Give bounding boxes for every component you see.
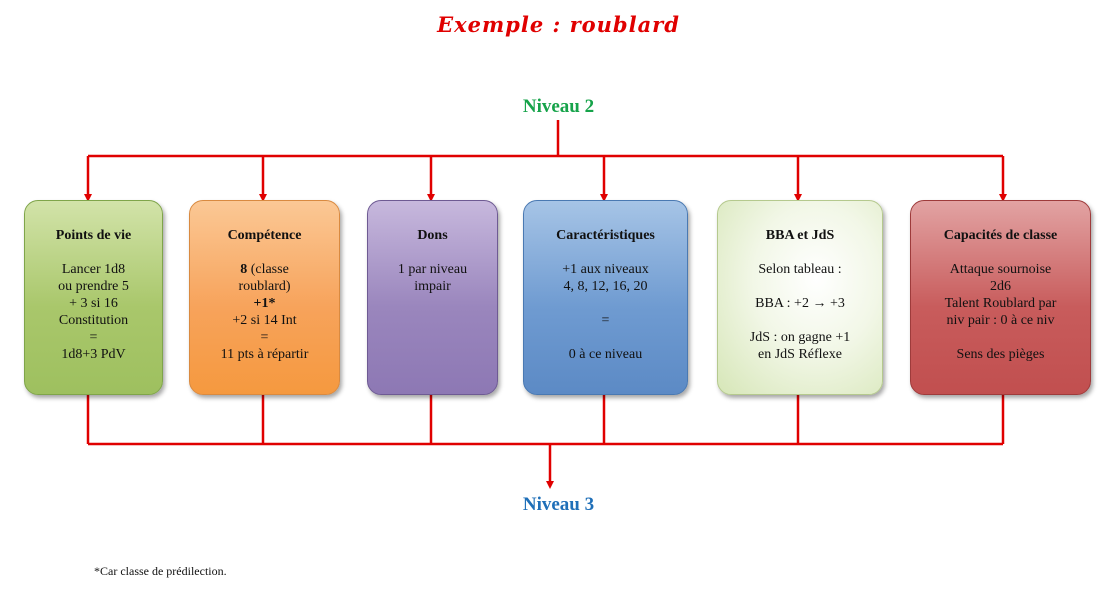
box-line: 4, 8, 12, 16, 20 bbox=[563, 279, 648, 294]
box-line: Lancer 1d8 bbox=[61, 262, 126, 277]
box-line: Talent Roublard par bbox=[944, 296, 1057, 311]
box-line: 1d8+3 PdV bbox=[61, 347, 126, 362]
box-line: = bbox=[601, 313, 610, 328]
skill-points-base: 8 bbox=[240, 262, 248, 277]
box-heading: Dons bbox=[417, 228, 448, 243]
box-heading: Points de vie bbox=[55, 228, 132, 243]
box-line: Constitution bbox=[58, 313, 129, 328]
box-line: BBA : +2 → +3 bbox=[755, 296, 845, 311]
box-line: = bbox=[260, 330, 269, 345]
diagram-title: Exemple : roublard bbox=[437, 12, 680, 37]
box-line-rest: (classe bbox=[247, 262, 289, 277]
box-caracteristiques: Caractéristiques +1 aux niveaux 4, 8, 12… bbox=[523, 200, 688, 395]
box-line: Selon tableau : bbox=[758, 262, 842, 277]
box-line: 1 par niveau bbox=[397, 262, 468, 277]
box-line: 8 (classe bbox=[196, 261, 333, 278]
box-competence: Compétence 8 (classe roublard) +1* +2 si… bbox=[189, 200, 340, 395]
box-points-de-vie: Points de vie Lancer 1d8 ou prendre 5 + … bbox=[24, 200, 163, 395]
box-heading: Capacités de classe bbox=[943, 228, 1058, 243]
box-line bbox=[530, 295, 681, 312]
box-line: = bbox=[89, 330, 98, 345]
box-dons: Dons 1 par niveau impair bbox=[367, 200, 498, 395]
box-line: en JdS Réflexe bbox=[758, 347, 842, 362]
box-line: impair bbox=[414, 279, 451, 294]
footnote: *Car classe de prédilection. bbox=[94, 564, 227, 578]
box-heading: Compétence bbox=[227, 228, 302, 243]
box-line: + 3 si 16 bbox=[69, 296, 118, 311]
box-capacites-de-classe: Capacités de classe Attaque sournoise 2d… bbox=[910, 200, 1091, 395]
box-line bbox=[917, 329, 1084, 346]
box-line: niv pair : 0 à ce niv bbox=[946, 313, 1055, 328]
box-line bbox=[724, 312, 876, 329]
box-line: +2 si 14 Int bbox=[232, 313, 297, 328]
box-line bbox=[530, 329, 681, 346]
box-heading: BBA et JdS bbox=[765, 228, 835, 243]
box-line: ou prendre 5 bbox=[58, 279, 129, 294]
box-line: Sens des pièges bbox=[956, 347, 1045, 362]
box-line: 2d6 bbox=[990, 279, 1011, 294]
box-line bbox=[724, 278, 876, 295]
box-line: JdS : on gagne +1 bbox=[749, 330, 851, 345]
box-line: +1 aux niveaux bbox=[562, 262, 649, 277]
level-bottom-label: Niveau 3 bbox=[522, 494, 595, 515]
box-bba-jds: BBA et JdS Selon tableau : BBA : +2 → +3… bbox=[717, 200, 883, 395]
box-heading: Caractéristiques bbox=[556, 228, 655, 243]
box-line-favored-bonus: +1* bbox=[253, 296, 276, 311]
box-line: roublard) bbox=[238, 279, 291, 294]
box-line: 11 pts à répartir bbox=[220, 347, 309, 362]
level-top-label: Niveau 2 bbox=[522, 96, 595, 117]
box-line: Attaque sournoise bbox=[949, 262, 1052, 277]
box-line: 0 à ce niveau bbox=[568, 347, 643, 362]
